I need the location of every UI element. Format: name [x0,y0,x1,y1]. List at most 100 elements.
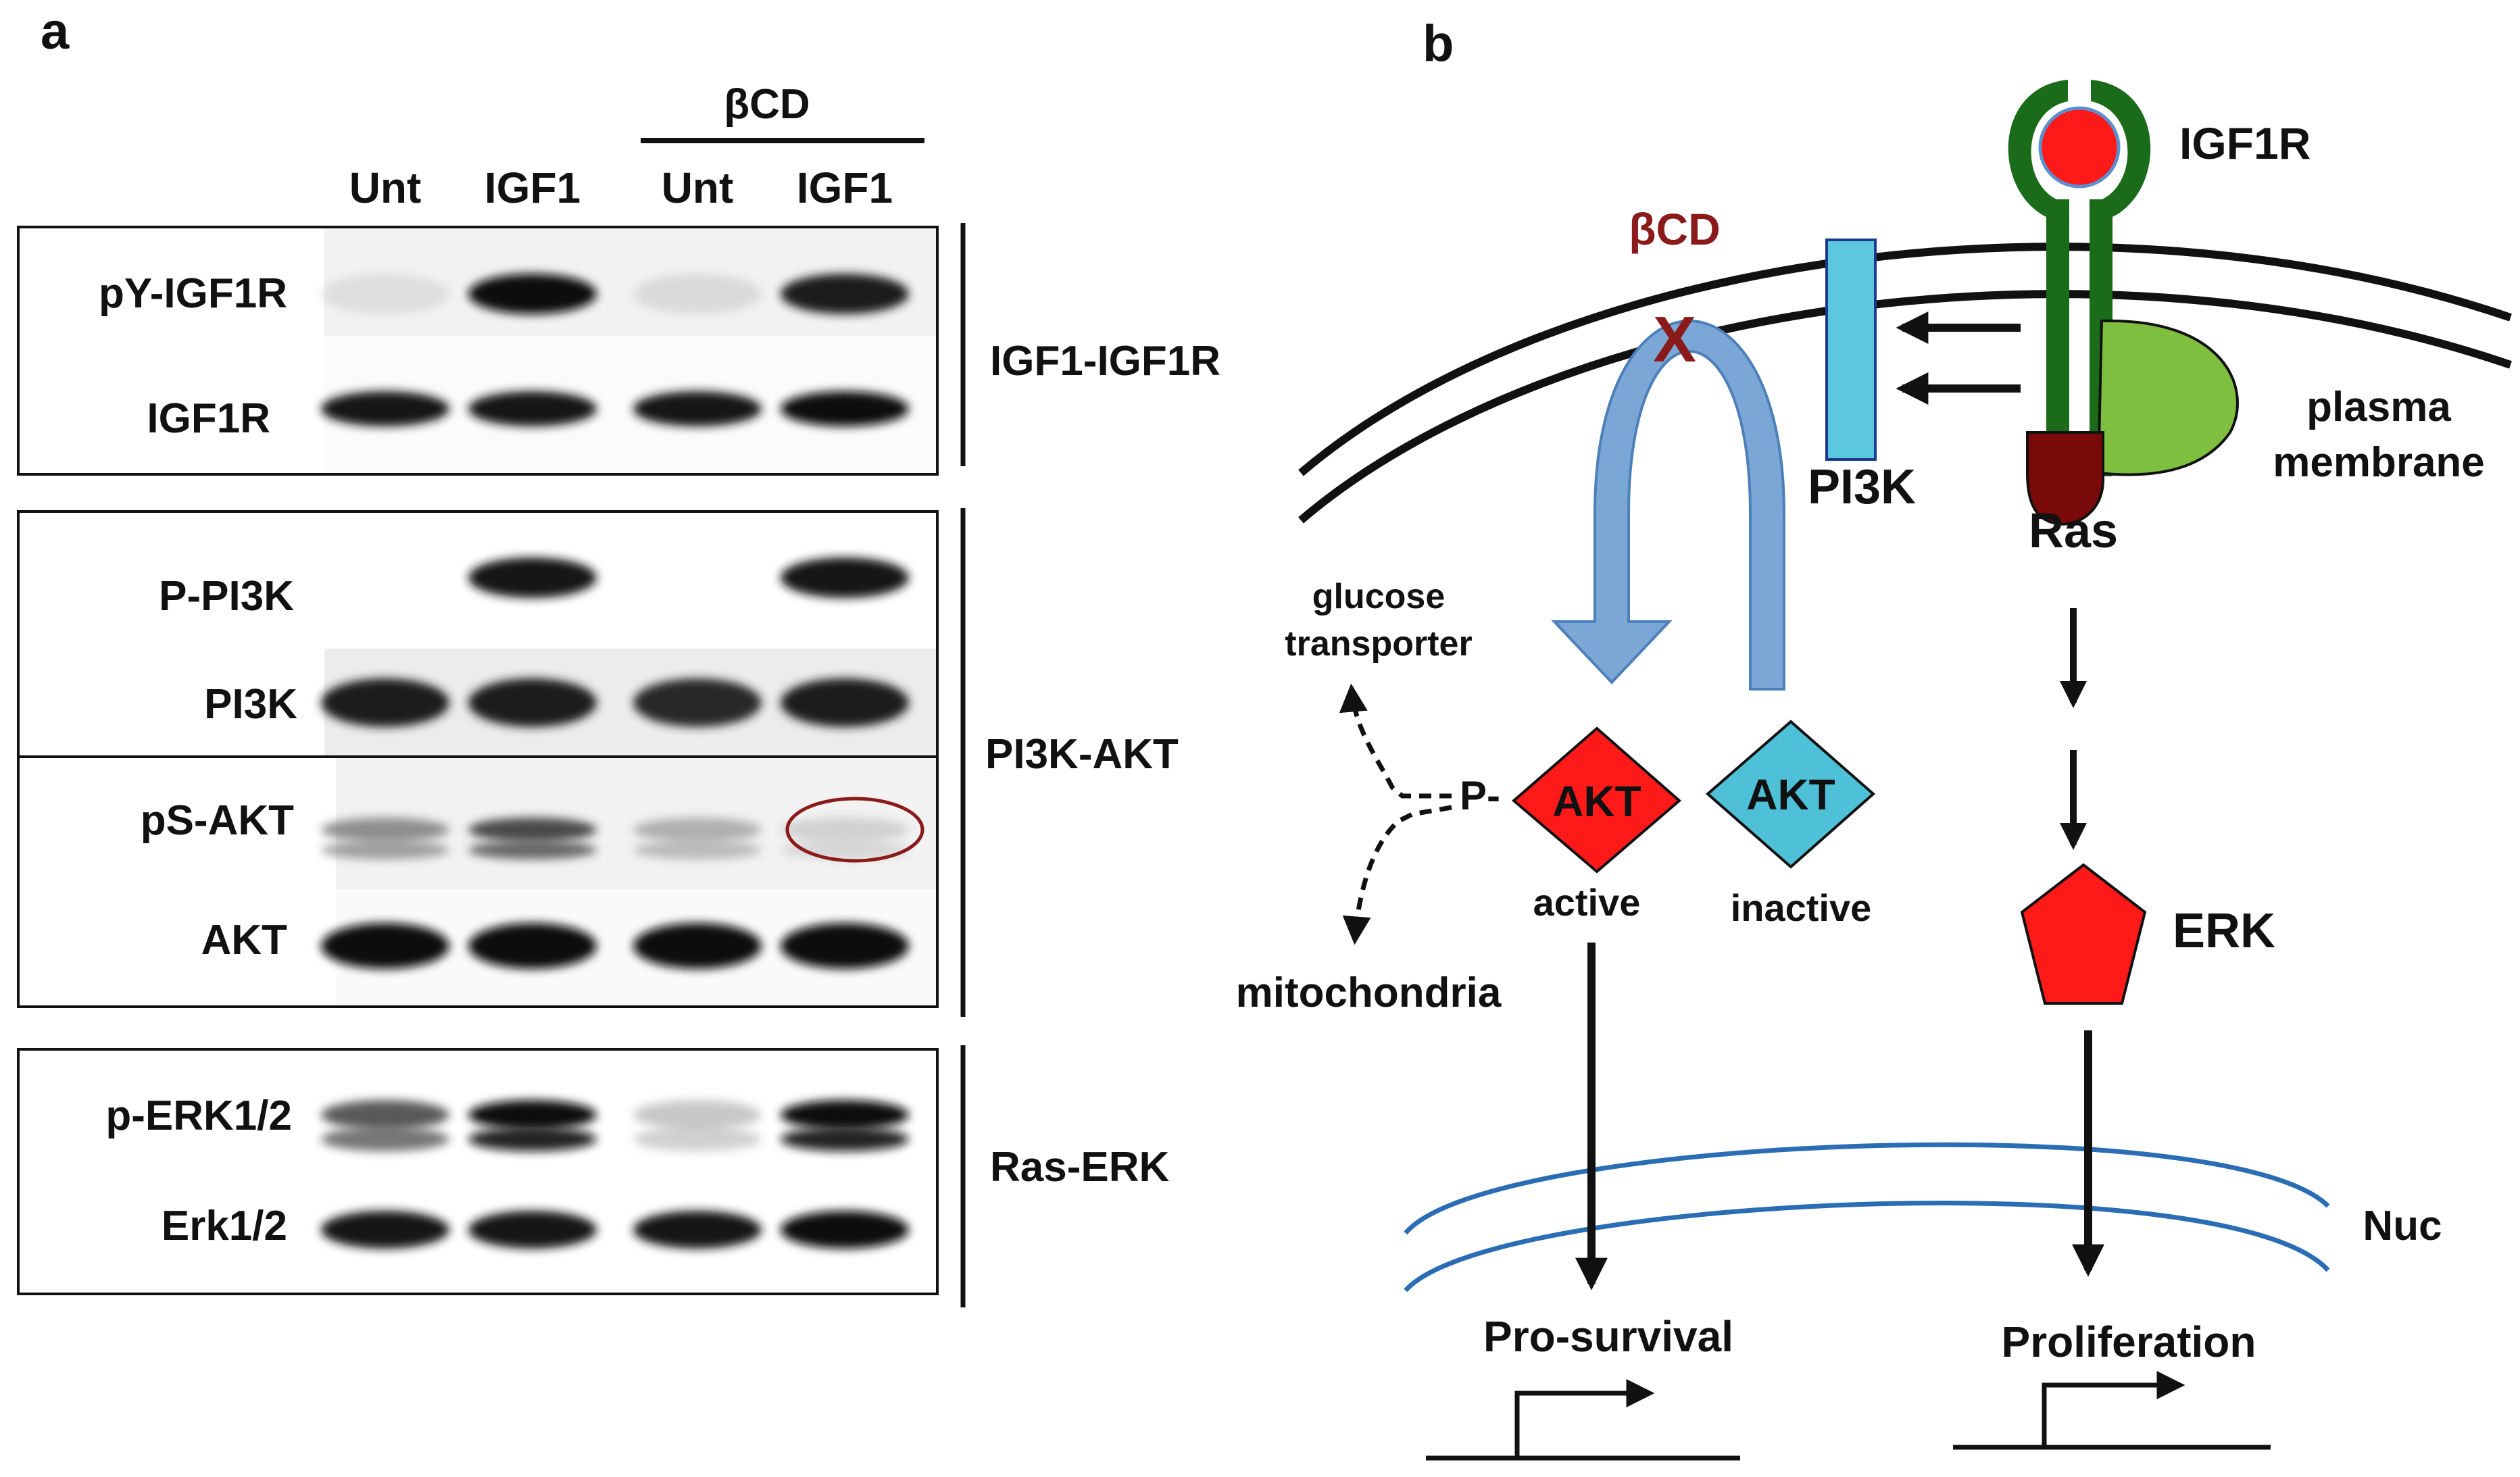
row-labels: pY-IGF1R IGF1R P-PI3K PI3K pS-AKT AKT p-… [99,270,297,1249]
row-label-akt: AKT [201,917,288,963]
blot-band [468,841,597,859]
promoter-icon [1953,1371,2271,1450]
promoter-arrow [2042,1371,2185,1447]
blot-band [781,1100,909,1130]
blot-band [633,818,762,842]
promoter-icon [1426,1379,1740,1461]
lane-label: Unt [349,164,422,212]
akt-inactive-icon [1705,720,1876,869]
blot-band [633,1127,762,1151]
panel-a: a βCD Unt IGF1 Unt IGF1 pY-IGF1R IGF1R P… [17,3,1220,1307]
blot-band [633,923,762,969]
row-label-igf1r: IGF1R [147,395,270,442]
blot-band [468,678,597,727]
receptor-left-arm [2008,80,2068,223]
blot-band [321,1100,449,1130]
erk-label: ERK [2173,904,2275,958]
active-label: active [1533,881,1641,924]
blot-band [633,678,762,727]
blot-band [468,818,597,842]
blot-band [468,1100,597,1130]
activation-arc-arrow [1551,320,1785,691]
blot-band [321,818,449,842]
row-label-p-pi3k: P-PI3K [159,573,294,620]
blot-band [633,1211,762,1249]
akt-active-icon [1511,726,1682,874]
ras-label: Ras [2029,504,2118,558]
panel-b-letter: b [1423,15,1454,72]
igf1-ligand-icon [2038,106,2121,189]
blot-band [781,923,909,969]
blot-band [321,841,449,859]
blot-band [321,391,449,426]
blot-band [468,557,597,598]
blot-band [633,391,762,426]
blot-band [468,274,597,314]
lane-label: IGF1 [485,164,580,212]
inactive-label: inactive [1731,886,1872,929]
blot-band [781,678,909,727]
highlight-ellipse [785,797,924,863]
blot-band [321,1211,449,1249]
blot-band [633,841,762,859]
dashed-arrow-glucose [1339,683,1452,799]
lane-label: IGF1 [797,164,893,212]
blot-band [781,818,909,842]
blot-band [781,274,909,314]
blot-band [781,1127,909,1151]
proliferation-label: Proliferation [2002,1318,2256,1366]
akt-active-label: AKT [1552,777,1641,826]
blot-band [468,1127,597,1151]
glucose-label-line2: transporter [1285,624,1472,664]
group-label-ras-erk: Ras-ERK [990,1144,1170,1191]
blot-band [633,1100,762,1130]
ras-icon [2026,431,2104,526]
blot-band [781,1211,909,1249]
blot-bands [321,274,909,1249]
blot-band [321,923,449,969]
blot-band [781,391,909,426]
receptor-label: IGF1R [2179,118,2311,168]
blot-band [781,557,909,598]
blot-band [468,1211,597,1249]
pi3k-icon [1825,239,1877,461]
blot-band [321,274,449,314]
row-label-ps-akt: pS-AKT [141,797,294,844]
dashed-arrow-mitochondria [1342,805,1452,945]
receptor-right-arm [2091,80,2151,223]
blot-box-akt [17,755,939,1008]
blot-band [468,923,597,969]
blot-band [321,678,449,727]
nucleus-membrane-outer [1404,1142,2330,1235]
ras-partner-icon [2096,319,2239,476]
blot-box-igf1r [17,226,939,476]
membrane-label-line2: membrane [2273,439,2485,486]
blot-box-erk [17,1048,939,1295]
row-label-p-erk: p-ERK1/2 [105,1093,292,1139]
membrane-label-line1: plasma [2306,384,2451,430]
inhibition-x-icon: X [1653,303,1696,376]
blot-band [633,274,762,314]
phospho-label: P- [1460,773,1500,818]
nucleus-label: Nuc [2363,1203,2442,1249]
treatment-label: βCD [724,81,810,128]
prosurvival-label: Pro-survival [1483,1312,1733,1361]
mitochondria-label: mitochondria [1236,970,1502,1016]
group-label-igf1-igf1r: IGF1-IGF1R [990,338,1220,384]
row-label-erk: Erk1/2 [162,1203,287,1249]
nucleus-membrane-inner [1404,1201,2330,1293]
erk-icon [2020,863,2147,1005]
group-label-pi3k-akt: PI3K-AKT [985,731,1179,778]
blot-band [321,1127,449,1151]
lane-headers: Unt IGF1 Unt IGF1 [349,164,893,212]
receptor-stem [2046,199,2069,476]
lane-label: Unt [662,164,734,212]
pi3k-label: PI3K [1808,460,1916,514]
panel-a-letter: a [41,3,70,60]
inhibitor-label: βCD [1629,204,1721,254]
promoter-arrow [1514,1379,1655,1458]
akt-inactive-label: AKT [1746,770,1835,819]
glucose-label-line1: glucose [1312,577,1446,616]
